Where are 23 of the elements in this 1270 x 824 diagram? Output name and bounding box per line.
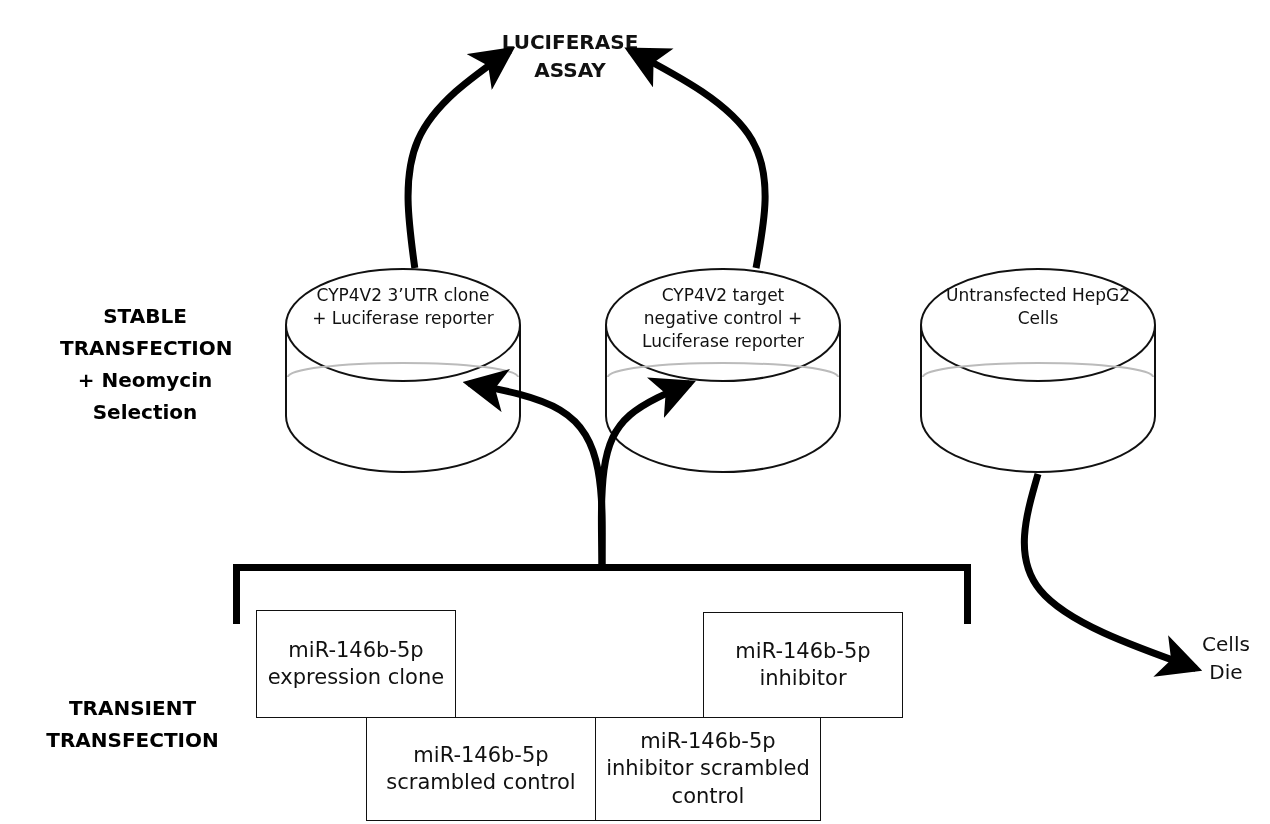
row-label: STABLE TRANSFECTION + Neomycin Selection xyxy=(60,303,230,426)
box-label: miR-146b-5p inhibitor scrambled control xyxy=(605,728,811,810)
dish-label: CYP4V2 3’UTR clone + Luciferase reporter xyxy=(311,284,495,330)
box-label: miR-146b-5p expression clone xyxy=(266,636,446,691)
arrow xyxy=(1020,473,1203,677)
reagent-box xyxy=(366,717,596,821)
row-label: TRANSIENT TRANSFECTION xyxy=(45,695,220,754)
outcome-label: Cells Die xyxy=(1201,631,1251,686)
box-label: miR-146b-5p inhibitor xyxy=(734,637,872,692)
arrow xyxy=(597,377,697,565)
arrow xyxy=(462,368,606,565)
petri-dish xyxy=(920,268,1156,474)
dish-label: CYP4V2 target negative control + Luciferase reporter xyxy=(641,284,805,353)
petri-dish xyxy=(285,268,521,474)
reagent-box xyxy=(595,717,821,821)
petri-dish xyxy=(605,268,841,474)
box-label: miR-146b-5p scrambled control xyxy=(385,741,577,796)
arrow xyxy=(404,46,516,269)
step-label: LUCIFERASE ASSAY xyxy=(500,29,640,84)
dish-label: Untransfected HepG2 Cells xyxy=(944,284,1132,330)
reagent-box xyxy=(703,612,903,718)
reagent-box xyxy=(256,610,456,718)
arrow xyxy=(624,47,769,269)
